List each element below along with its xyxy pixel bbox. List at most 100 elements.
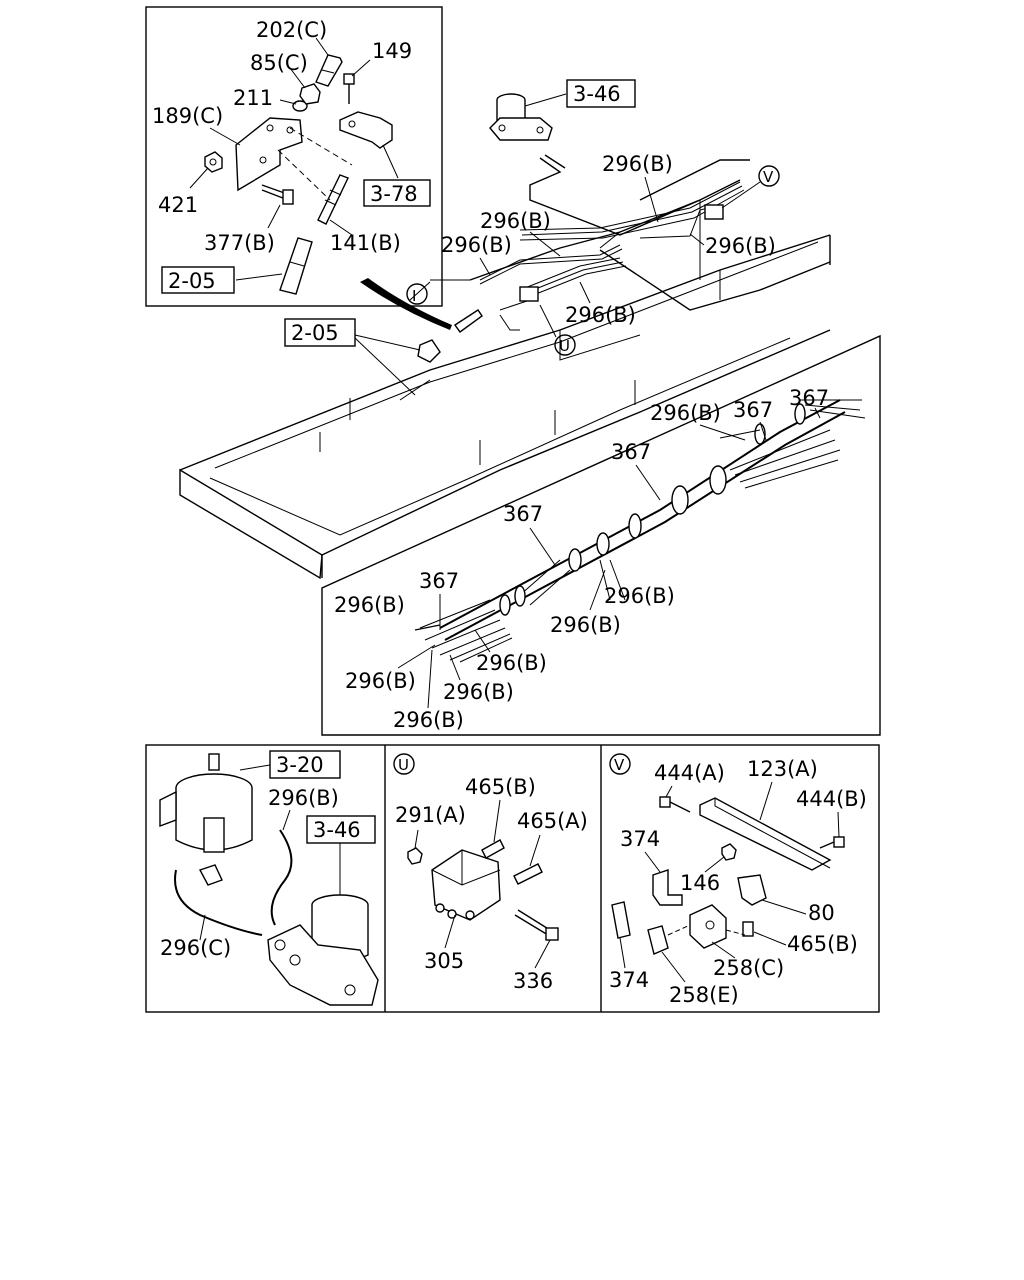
label-146: 146	[680, 871, 720, 895]
bracket-189c	[235, 117, 303, 192]
junction-v-part	[704, 204, 724, 220]
label-374-b: 374	[609, 968, 649, 992]
label-296c: 296(C)	[160, 936, 231, 960]
clamp-3-78	[339, 111, 393, 149]
nut-421	[204, 151, 223, 173]
label-296b-14: 296(B)	[268, 786, 339, 810]
fitting-202c	[315, 54, 343, 87]
pin-465b-2	[742, 921, 754, 937]
label-296b-6: 296(B)	[650, 401, 721, 425]
label-3-20: 3-20	[276, 753, 324, 777]
label-367-e: 367	[419, 569, 459, 593]
label-296b-3: 296(B)	[441, 233, 512, 257]
nut-146	[721, 843, 737, 861]
label-296b-2: 296(B)	[480, 209, 551, 233]
label-3-46-bottom: 3-46	[313, 818, 361, 842]
ref-box-3-46-top[interactable]	[566, 79, 636, 108]
hose-296b-bottom	[270, 829, 293, 926]
elbow-374-a	[652, 869, 683, 906]
fitting-258e	[647, 925, 669, 955]
callout-I-text: I	[412, 287, 416, 305]
connector-frame	[417, 339, 441, 363]
inset-frame-bottom	[145, 744, 880, 1013]
label-211: 211	[233, 86, 273, 110]
callout-V-detail-text: V	[614, 756, 625, 774]
label-3-46-top: 3-46	[573, 82, 621, 106]
label-202c: 202(C)	[256, 18, 327, 42]
label-149: 149	[372, 39, 412, 63]
ref-box-3-78[interactable]	[363, 179, 431, 207]
label-465b-2: 465(B)	[787, 932, 858, 956]
label-296b-1: 296(B)	[602, 152, 673, 176]
ref-box-3-46-bottom[interactable]	[306, 815, 376, 844]
label-305: 305	[424, 949, 464, 973]
label-296b-12: 296(B)	[443, 680, 514, 704]
nut-291a	[407, 847, 423, 865]
label-3-78: 3-78	[370, 182, 418, 206]
callout-V-text: V	[763, 168, 774, 186]
sensor-frame	[454, 309, 483, 333]
pipe-bundle-frame	[479, 154, 745, 331]
label-296b-7: 296(B)	[334, 593, 405, 617]
label-189c: 189(C)	[152, 104, 223, 128]
label-296b-13: 296(B)	[393, 708, 464, 732]
label-85c: 85(C)	[250, 51, 308, 75]
sensor-141b	[317, 174, 349, 225]
label-444a: 444(A)	[654, 761, 725, 785]
label-444b: 444(B)	[796, 787, 867, 811]
bolt-336	[545, 927, 559, 941]
label-367-c: 367	[611, 440, 651, 464]
ref-box-2-05-b[interactable]	[284, 318, 356, 347]
bolt-444a	[659, 796, 671, 808]
hose-296c	[174, 869, 263, 936]
label-377b: 377(B)	[204, 231, 275, 255]
label-2-05-a: 2-05	[168, 269, 216, 293]
callout-U-text: U	[559, 337, 570, 355]
pin-465a	[513, 863, 543, 885]
tee-80	[737, 874, 767, 906]
connector-2-05	[279, 237, 313, 295]
label-367-b: 367	[789, 386, 829, 410]
block-258c	[689, 904, 727, 949]
chassis-frame	[179, 159, 831, 580]
label-258c: 258(C)	[713, 956, 784, 980]
label-296b-11: 296(B)	[345, 669, 416, 693]
label-367-a: 367	[733, 398, 773, 422]
label-141b: 141(B)	[330, 231, 401, 255]
washer-211	[292, 100, 308, 112]
label-80: 80	[808, 901, 835, 925]
label-336: 336	[513, 969, 553, 993]
label-296b-8: 296(B)	[604, 584, 675, 608]
ref-box-3-20[interactable]	[269, 750, 341, 779]
label-123a: 123(A)	[747, 757, 818, 781]
ref-box-2-05-a[interactable]	[161, 266, 235, 294]
callout-U-detail[interactable]	[393, 753, 415, 775]
label-291a: 291(A)	[395, 803, 466, 827]
label-374-a: 374	[620, 827, 660, 851]
junction-u-part	[519, 286, 539, 302]
callout-V-detail[interactable]	[609, 753, 631, 775]
harness-bundle	[414, 399, 866, 663]
callout-V[interactable]	[758, 165, 780, 187]
air-dryer-top	[489, 93, 553, 141]
bolt-444b	[833, 836, 845, 848]
label-296b-10: 296(B)	[476, 651, 547, 675]
callout-I[interactable]	[406, 283, 428, 305]
label-296b-5: 296(B)	[565, 303, 636, 327]
label-2-05-b: 2-05	[291, 321, 339, 345]
bolt-377b	[282, 189, 294, 205]
label-296b-4: 296(B)	[705, 234, 776, 258]
label-465a: 465(A)	[517, 809, 588, 833]
callout-U[interactable]	[554, 334, 576, 356]
nut-85c	[299, 83, 321, 105]
label-296b-9: 296(B)	[550, 613, 621, 637]
label-421: 421	[158, 193, 198, 217]
inset-frame-top-left	[145, 6, 443, 307]
callout-U-detail-text: U	[398, 756, 409, 774]
air-tank-3-20	[159, 753, 253, 886]
label-465b-1: 465(B)	[465, 775, 536, 799]
block-305	[431, 849, 501, 921]
air-dryer-3-46	[267, 894, 379, 1006]
pin-465b	[481, 839, 505, 859]
